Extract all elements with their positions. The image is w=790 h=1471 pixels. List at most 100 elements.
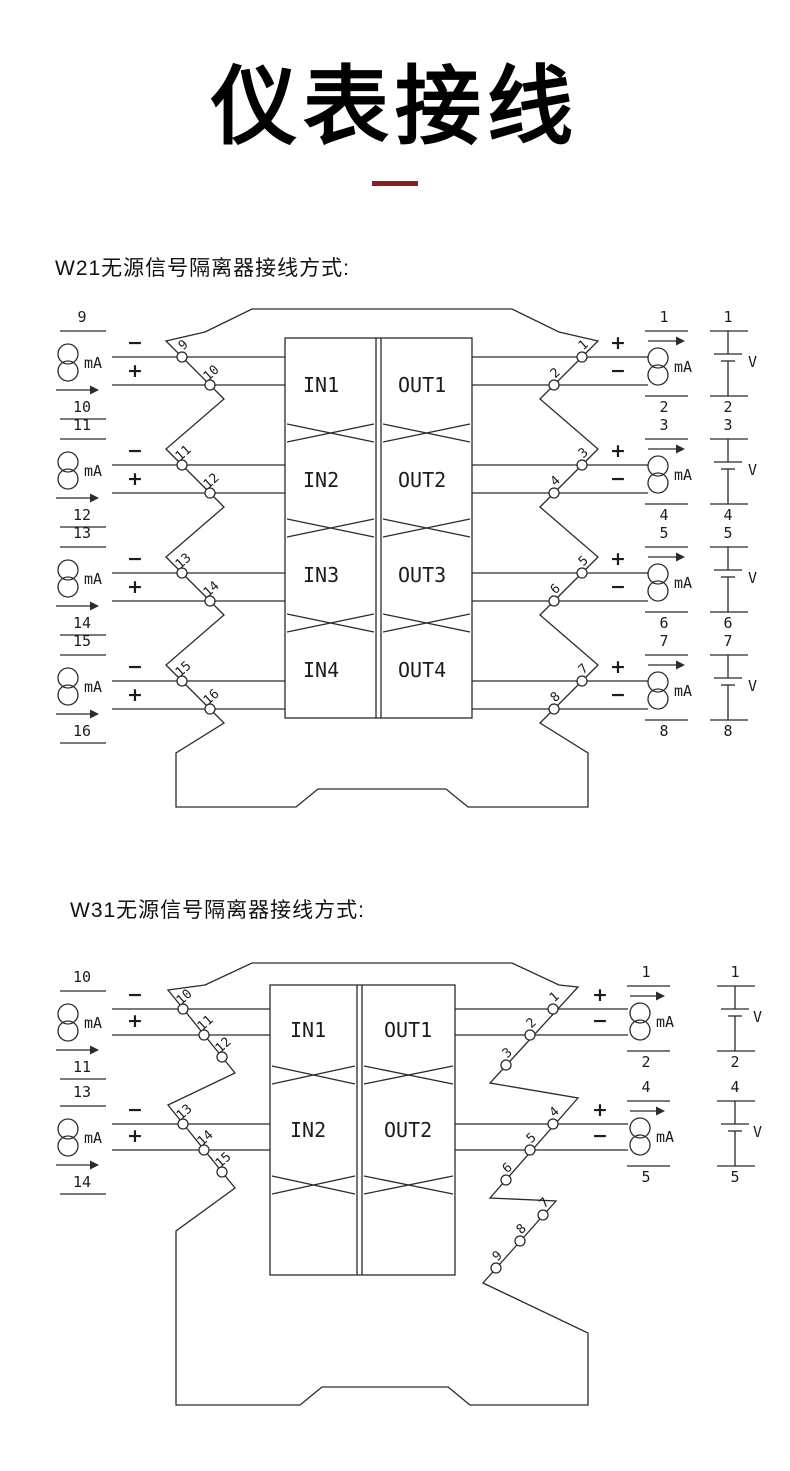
- terminal-number: 9: [77, 308, 86, 326]
- channel-label-in: IN3: [303, 563, 339, 587]
- terminal-number: 2: [730, 1053, 739, 1071]
- terminal: [547, 1003, 559, 1015]
- terminal: [500, 1174, 512, 1186]
- terminal: [537, 1209, 549, 1221]
- source-circle: [57, 559, 79, 581]
- terminal: [576, 567, 588, 579]
- source-circle: [57, 1118, 79, 1140]
- source-circle: [57, 360, 79, 382]
- terminal: [548, 595, 560, 607]
- terminal-number: 4: [641, 1078, 650, 1096]
- polarity-plus: +: [127, 1125, 143, 1147]
- arrowhead-icon: [90, 1045, 99, 1055]
- terminal-label: 13: [174, 1102, 196, 1124]
- terminal-label: 7: [576, 661, 592, 677]
- terminal-number: 6: [723, 614, 732, 632]
- terminal-label: 12: [213, 1035, 235, 1057]
- terminal-number: 4: [730, 1078, 739, 1096]
- channel-label-out: OUT2: [384, 1118, 432, 1142]
- channel-label-out: OUT4: [398, 658, 446, 682]
- unit-label: V: [748, 461, 757, 479]
- terminal-number: 8: [659, 722, 668, 740]
- terminal-number: 3: [723, 416, 732, 434]
- terminal-block: IN1 OUT1 IN2 OUT2: [269, 984, 456, 1276]
- arrowhead-icon: [676, 444, 685, 454]
- terminal-number: 14: [73, 1173, 91, 1191]
- ma-meter: 3 mA 4: [645, 416, 692, 524]
- terminal-number: 1: [659, 308, 668, 326]
- unit-label: mA: [674, 682, 692, 700]
- terminal: [500, 1059, 512, 1071]
- unit-label: V: [748, 353, 757, 371]
- terminal-label: 11: [195, 1013, 217, 1035]
- terminal-label: 4: [548, 473, 564, 490]
- row-separator: [271, 1065, 454, 1085]
- polarity-minus: −: [127, 1099, 143, 1121]
- polarity-plus: +: [610, 440, 626, 462]
- separator-line: [382, 518, 471, 538]
- terminal-number: 7: [723, 632, 732, 650]
- polarity-plus: +: [127, 684, 143, 706]
- current-source: 11 mA 12: [56, 416, 106, 528]
- terminal-label: 9: [490, 1248, 506, 1264]
- terminal: [524, 1144, 536, 1156]
- unit-label: V: [753, 1123, 762, 1141]
- terminal-number: 12: [73, 506, 91, 524]
- terminal-number: 10: [73, 398, 91, 416]
- separator-line: [382, 423, 471, 443]
- current-source: 13 mA 14: [56, 1083, 106, 1195]
- separator-line: [271, 1175, 356, 1195]
- polarity-minus: −: [610, 576, 626, 598]
- meter-circle: [629, 1134, 651, 1156]
- channel-label-in: IN1: [290, 1018, 326, 1042]
- ma-meter: 5 mA 6: [645, 524, 692, 632]
- unit-label: mA: [656, 1128, 674, 1146]
- terminal-number: 4: [659, 506, 668, 524]
- module-outline: [164, 308, 600, 808]
- arrowhead-icon: [676, 660, 685, 670]
- terminal-number: 7: [659, 632, 668, 650]
- polarity-minus: −: [127, 548, 143, 570]
- page-title: 仪表接线: [211, 59, 579, 155]
- meter-circle: [629, 1019, 651, 1041]
- source-circle: [57, 343, 79, 365]
- module-outline: [166, 962, 589, 1406]
- meter-circle: [647, 455, 669, 477]
- terminal-number: 2: [659, 398, 668, 416]
- terminal-label: 8: [514, 1221, 530, 1237]
- polarity-minus: −: [127, 984, 143, 1006]
- meter-circle: [647, 347, 669, 369]
- terminal-number: 4: [723, 506, 732, 524]
- terminal-label: 15: [213, 1150, 235, 1172]
- terminal-label: 10: [174, 987, 196, 1009]
- terminal: [204, 379, 216, 391]
- terminal-number: 11: [73, 1058, 91, 1076]
- separator-line: [286, 518, 375, 538]
- input-wires: − + 13 14: [112, 548, 285, 607]
- terminal-number: 13: [73, 524, 91, 542]
- terminal: [548, 487, 560, 499]
- channel-label-out: OUT1: [398, 373, 446, 397]
- polarity-minus: −: [592, 1125, 608, 1147]
- terminal: [177, 1118, 189, 1130]
- v-meter: 1 V 2: [710, 308, 757, 416]
- terminal-label: 1: [547, 989, 563, 1005]
- terminal-label: 6: [548, 581, 564, 597]
- terminal-number: 1: [723, 308, 732, 326]
- w21-heading: W21无源信号隔离器接线方式:: [55, 257, 351, 280]
- row-separator: [271, 1175, 454, 1195]
- terminal-number: 5: [641, 1168, 650, 1186]
- terminal-number: 15: [73, 632, 91, 650]
- separator-line: [286, 613, 375, 633]
- terminal-label: 1: [576, 337, 592, 353]
- terminal-number: 2: [641, 1053, 650, 1071]
- current-source: 9 mA 10: [56, 308, 106, 420]
- polarity-plus: +: [610, 656, 626, 678]
- terminal-label: 2: [548, 365, 564, 381]
- terminal-label: 16: [201, 687, 223, 709]
- terminal-number: 13: [73, 1083, 91, 1101]
- terminal: [176, 567, 188, 579]
- terminal-number: 5: [723, 524, 732, 542]
- channel-label-out: OUT1: [384, 1018, 432, 1042]
